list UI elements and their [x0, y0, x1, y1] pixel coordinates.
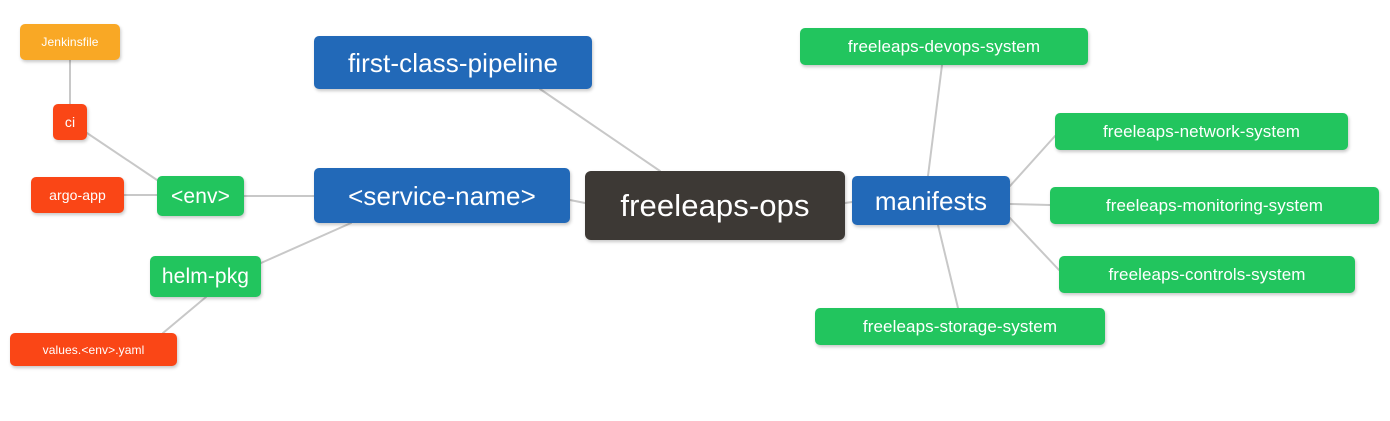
- edge-manifests-to-network-system: [1009, 135, 1056, 187]
- node-monitoring-system[interactable]: freeleaps-monitoring-system: [1050, 187, 1379, 224]
- node-service-name[interactable]: <service-name>: [314, 168, 570, 223]
- edge-service-name-to-freeleaps-ops: [569, 199, 586, 204]
- node-first-class-pipeline[interactable]: first-class-pipeline: [314, 36, 592, 89]
- node-devops-system[interactable]: freeleaps-devops-system: [800, 28, 1088, 65]
- edge-values-env-yaml-to-helm-pkg: [162, 296, 207, 334]
- edge-devops-system-to-manifests: [927, 64, 943, 177]
- node-manifests[interactable]: manifests: [852, 176, 1010, 225]
- node-env[interactable]: <env>: [157, 176, 244, 216]
- node-freeleaps-ops[interactable]: freeleaps-ops: [585, 171, 845, 240]
- node-network-system[interactable]: freeleaps-network-system: [1055, 113, 1348, 150]
- node-helm-pkg[interactable]: helm-pkg: [150, 256, 261, 297]
- node-argo-app[interactable]: argo-app: [31, 177, 124, 213]
- node-storage-system[interactable]: freeleaps-storage-system: [815, 308, 1105, 345]
- edge-helm-pkg-to-service-name: [260, 222, 352, 264]
- node-jenkinsfile[interactable]: Jenkinsfile: [20, 24, 120, 60]
- edge-ci-to-env: [86, 132, 158, 181]
- node-values-env-yaml[interactable]: values.<env>.yaml: [10, 333, 177, 366]
- edge-manifests-to-controls-system: [1009, 217, 1060, 271]
- node-ci[interactable]: ci: [53, 104, 87, 140]
- node-controls-system[interactable]: freeleaps-controls-system: [1059, 256, 1355, 293]
- edge-manifests-to-storage-system: [937, 224, 959, 309]
- edge-first-class-pipeline-to-freeleaps-ops: [539, 88, 661, 172]
- edge-freeleaps-ops-to-manifests: [844, 201, 853, 204]
- edge-manifests-to-monitoring-system: [1009, 203, 1051, 206]
